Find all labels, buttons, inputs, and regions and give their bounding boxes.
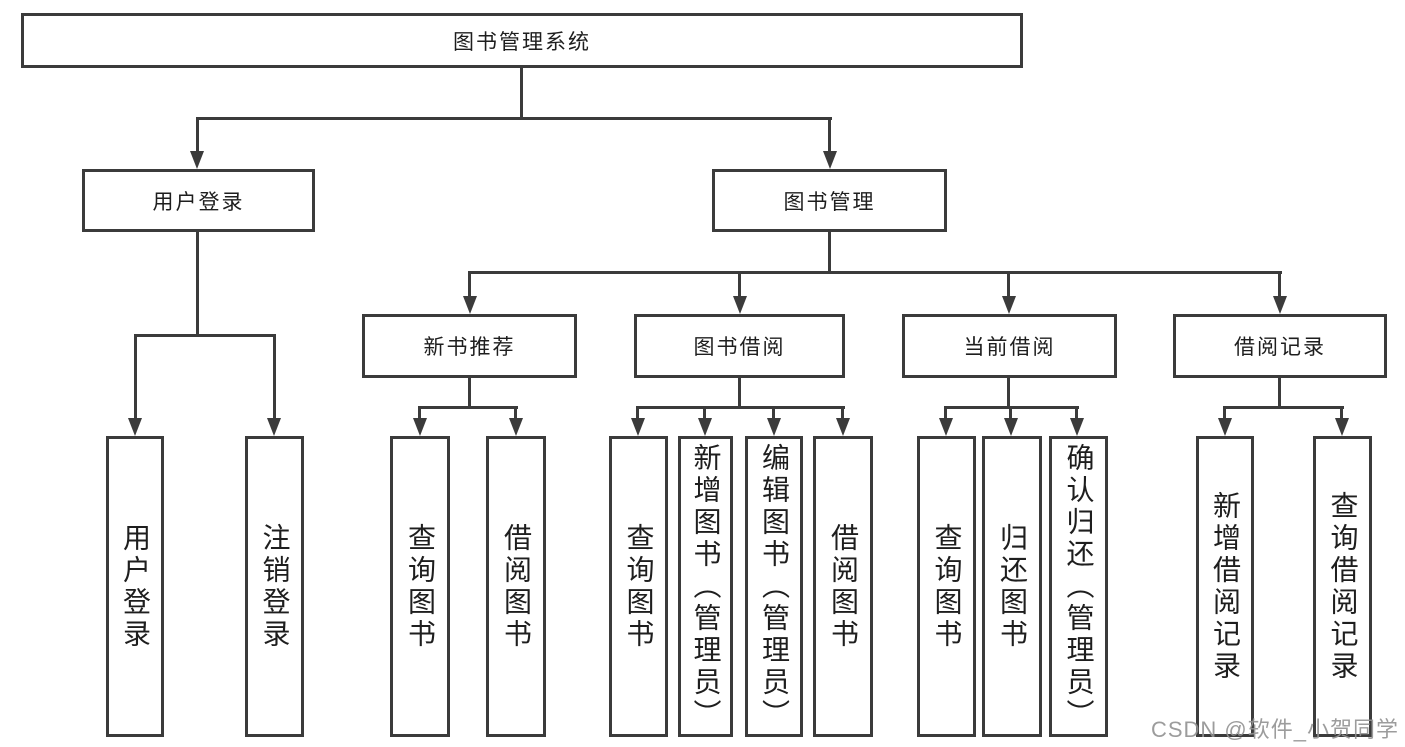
connector-line <box>1278 378 1281 409</box>
node-current-borrow-label: 当前借阅 <box>963 336 1056 359</box>
leaf-br-add-record-label: 新增借阅记录 <box>1210 490 1241 683</box>
connector-line <box>944 406 947 420</box>
connector-line <box>196 117 199 153</box>
node-user-login: 用户登录 <box>82 169 315 232</box>
connector-line <box>1223 406 1344 409</box>
connector-line <box>134 334 276 337</box>
csdn-watermark: CSDN @软件_小贺同学 <box>1150 717 1399 742</box>
connector-line <box>196 117 832 120</box>
leaf-bb-add-books-admin-label: 新增图书（管理员） <box>690 442 722 731</box>
node-root: 图书管理系统 <box>21 13 1023 68</box>
connector-arrow <box>733 296 747 314</box>
leaf-nbr-query-books-label: 查询图书 <box>405 522 436 651</box>
connector-line <box>1007 378 1010 409</box>
connector-line <box>1340 406 1343 420</box>
connector-line <box>636 406 845 409</box>
connector-arrow <box>1070 418 1084 436</box>
leaf-user-login-label: 用户登录 <box>120 522 151 651</box>
connector-line <box>828 232 831 273</box>
connector-arrow <box>267 418 281 436</box>
connector-line <box>468 378 471 409</box>
leaf-cb-query-books-label: 查询图书 <box>931 522 963 651</box>
connector-line <box>468 271 471 298</box>
leaf-bb-query-books: 查询图书 <box>609 436 668 737</box>
connector-arrow <box>767 418 781 436</box>
connector-line <box>520 68 523 118</box>
connector-arrow <box>1002 296 1016 314</box>
connector-line <box>636 406 639 420</box>
node-root-label: 图书管理系统 <box>453 30 591 54</box>
connector-line <box>703 406 706 420</box>
node-book-borrow: 图书借阅 <box>634 314 845 378</box>
connector-arrow <box>1004 418 1018 436</box>
leaf-br-query-record-label: 查询借阅记录 <box>1327 490 1359 683</box>
leaf-nbr-borrow-books-label: 借阅图书 <box>501 522 532 651</box>
leaf-bb-query-books-label: 查询图书 <box>623 522 655 651</box>
connector-arrow <box>509 418 523 436</box>
connector-arrow <box>1218 418 1232 436</box>
connector-line <box>418 406 421 420</box>
leaf-nbr-borrow-books: 借阅图书 <box>486 436 546 737</box>
connector-line <box>1007 271 1010 298</box>
node-borrow-records-label: 借阅记录 <box>1234 336 1326 359</box>
connector-arrow <box>128 418 142 436</box>
leaf-bb-add-books-admin: 新增图书（管理员） <box>678 436 733 737</box>
connector-line <box>1278 271 1281 298</box>
connector-arrow <box>698 418 712 436</box>
connector-line <box>841 406 844 420</box>
leaf-bb-edit-books-admin: 编辑图书（管理员） <box>745 436 803 737</box>
node-current-borrow: 当前借阅 <box>902 314 1117 378</box>
connector-arrow <box>836 418 850 436</box>
connector-arrow <box>631 418 645 436</box>
node-borrow-records: 借阅记录 <box>1173 314 1387 378</box>
leaf-cb-return-books: 归还图书 <box>982 436 1042 737</box>
connector-arrow <box>413 418 427 436</box>
connector-line <box>772 406 775 420</box>
leaf-cb-return-books-label: 归还图书 <box>997 522 1028 651</box>
connector-arrow <box>190 151 204 169</box>
connector-arrow <box>823 151 837 169</box>
node-new-book-recommend-label: 新书推荐 <box>423 336 516 359</box>
leaf-cb-query-books: 查询图书 <box>917 436 976 737</box>
connector-line <box>134 334 137 420</box>
connector-line <box>738 271 741 298</box>
node-book-management: 图书管理 <box>712 169 947 232</box>
node-book-borrow-label: 图书借阅 <box>693 336 786 359</box>
leaf-cb-confirm-return-admin: 确认归还（管理员） <box>1049 436 1108 737</box>
leaf-bb-borrow-books: 借阅图书 <box>813 436 873 737</box>
connector-line <box>514 406 517 420</box>
connector-arrow <box>463 296 477 314</box>
connector-arrow <box>1273 296 1287 314</box>
leaf-nbr-query-books: 查询图书 <box>390 436 450 737</box>
node-book-management-label: 图书管理 <box>783 190 876 214</box>
connector-line <box>418 406 518 409</box>
connector-line <box>738 378 741 409</box>
connector-line <box>828 117 831 153</box>
leaf-logout-label: 注销登录 <box>259 522 291 651</box>
node-user-login-label: 用户登录 <box>152 190 245 214</box>
connector-arrow <box>1335 418 1349 436</box>
connector-line <box>468 271 1282 274</box>
connector-line <box>1075 406 1078 420</box>
leaf-cb-confirm-return-admin-label: 确认归还（管理员） <box>1063 442 1095 731</box>
leaf-br-add-record: 新增借阅记录 <box>1196 436 1254 737</box>
leaf-user-login: 用户登录 <box>106 436 164 737</box>
leaf-bb-edit-books-admin-label: 编辑图书（管理员） <box>759 442 790 731</box>
leaf-bb-borrow-books-label: 借阅图书 <box>828 522 859 651</box>
leaf-br-query-record: 查询借阅记录 <box>1313 436 1372 737</box>
connector-arrow <box>939 418 953 436</box>
leaf-logout: 注销登录 <box>245 436 304 737</box>
connector-line <box>273 334 276 420</box>
connector-line <box>1223 406 1226 420</box>
connector-line <box>1009 406 1012 420</box>
connector-line <box>196 232 199 336</box>
node-new-book-recommend: 新书推荐 <box>362 314 577 378</box>
